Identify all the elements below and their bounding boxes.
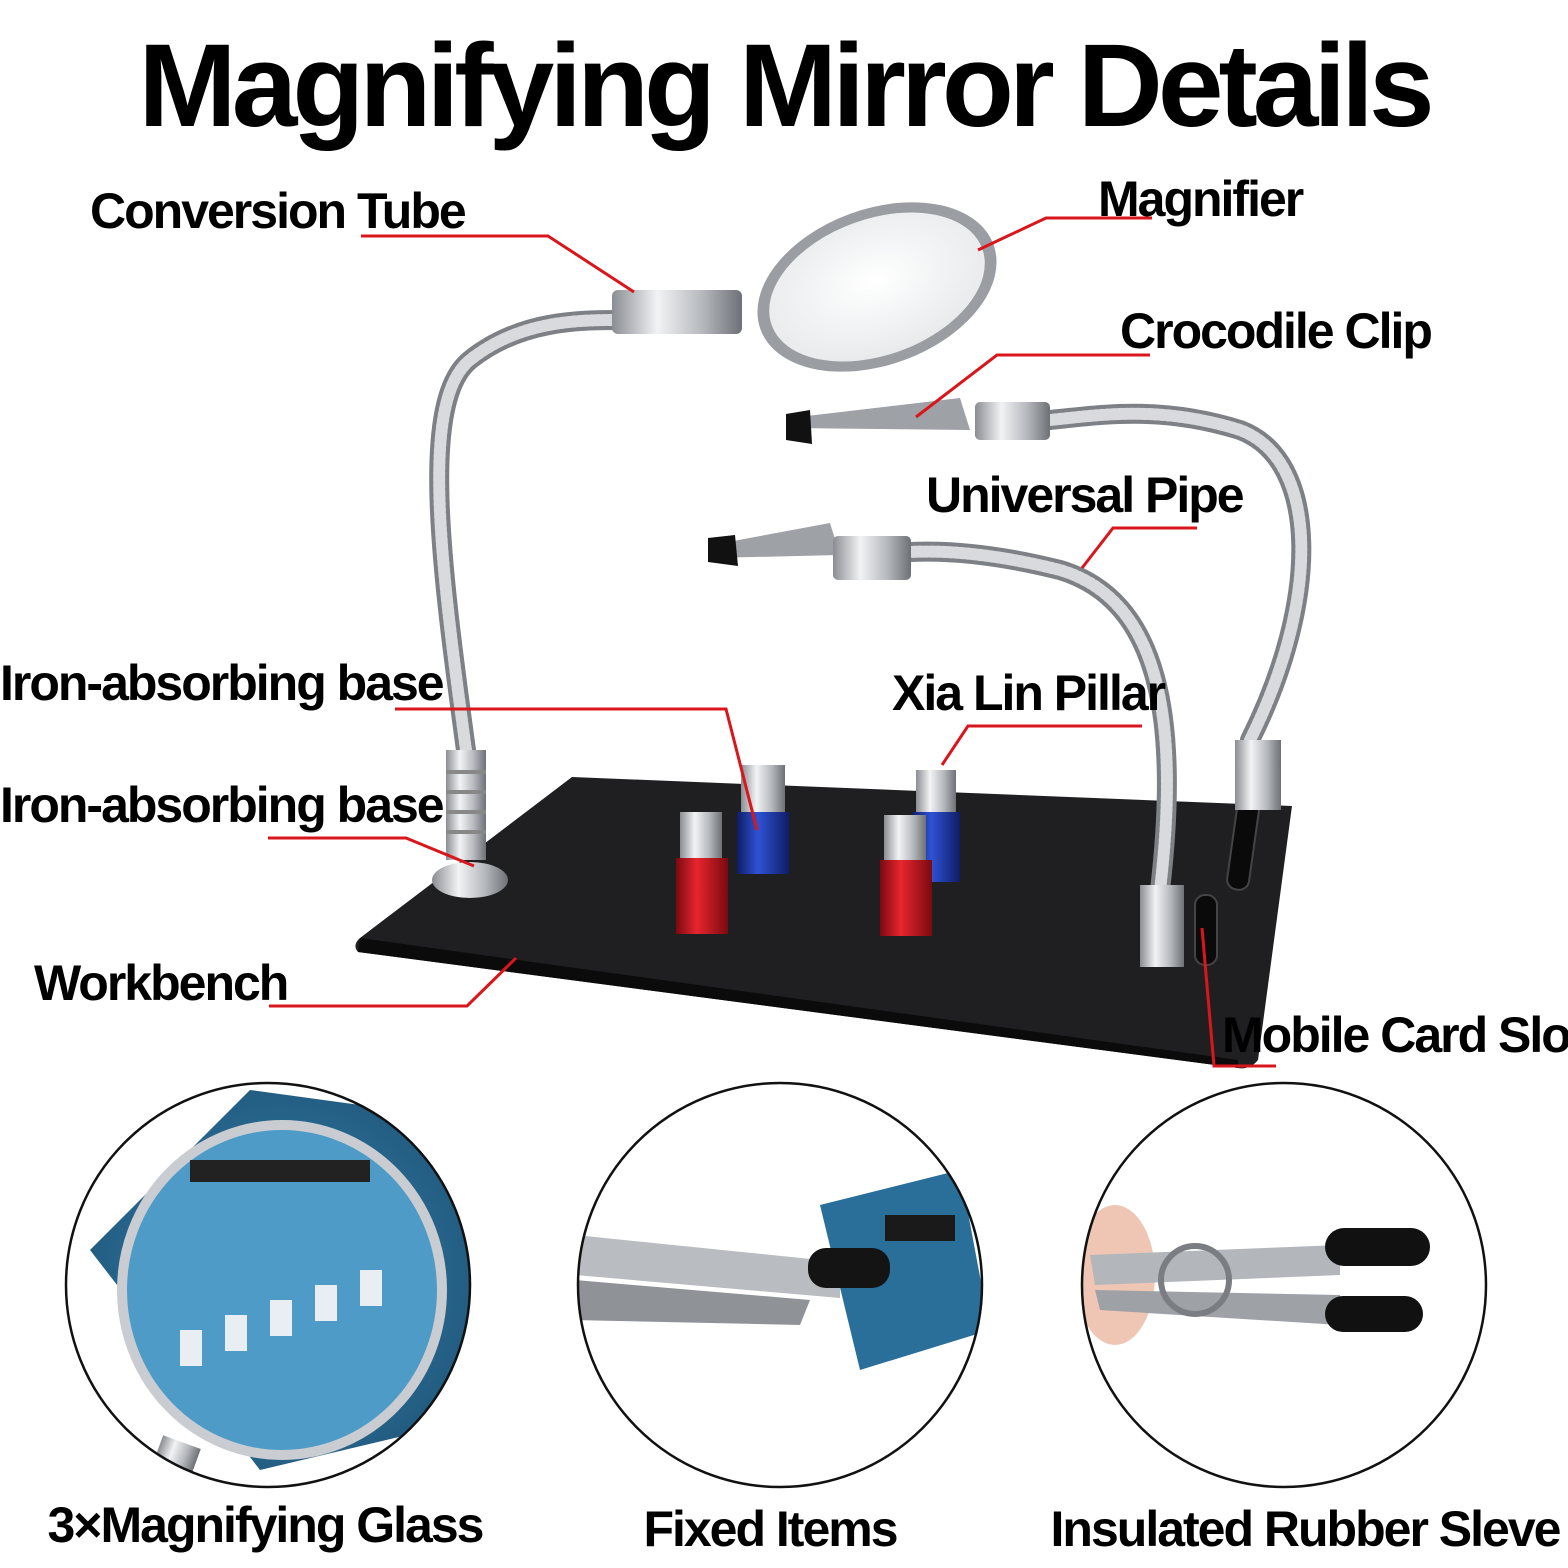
caption-magnifying-glass: 3×Magnifying Glass	[47, 1497, 485, 1553]
label-universal-pipe: Universal Pipe	[926, 467, 1245, 523]
detail-rubber-sleeve	[1080, 1081, 1488, 1489]
page-title: Magnifying Mirror Details	[138, 20, 1434, 152]
magnifier-lens	[612, 202, 997, 372]
caption-fixed-items: Fixed Items	[643, 1501, 898, 1557]
gooseneck-pipes	[429, 310, 1312, 900]
label-magnifier: Magnifier	[1098, 171, 1304, 227]
detail-fixed-items	[576, 1081, 984, 1489]
leader-lines	[268, 216, 1276, 1068]
label-mobile-card-slot: Mobile Card Slot	[1222, 1007, 1568, 1063]
label-workbench: Workbench	[34, 955, 289, 1011]
pillars	[676, 765, 960, 936]
label-crocodile-clip: Crocodile Clip	[1120, 303, 1433, 359]
label-conversion-tube: Conversion Tube	[90, 183, 467, 239]
label-iron-absorbing-base-2: Iron-absorbing base	[0, 777, 445, 833]
label-iron-absorbing-base-1: Iron-absorbing base	[0, 655, 445, 711]
crocodile-clips	[708, 398, 1050, 580]
detail-magnifying-glass	[64, 1081, 472, 1489]
caption-insulated-rubber-sleeve: Insulated Rubber Sleve	[1050, 1501, 1562, 1557]
label-xia-lin-pillar: Xia Lin Pillar	[892, 665, 1166, 721]
base-sockets	[432, 740, 1281, 967]
